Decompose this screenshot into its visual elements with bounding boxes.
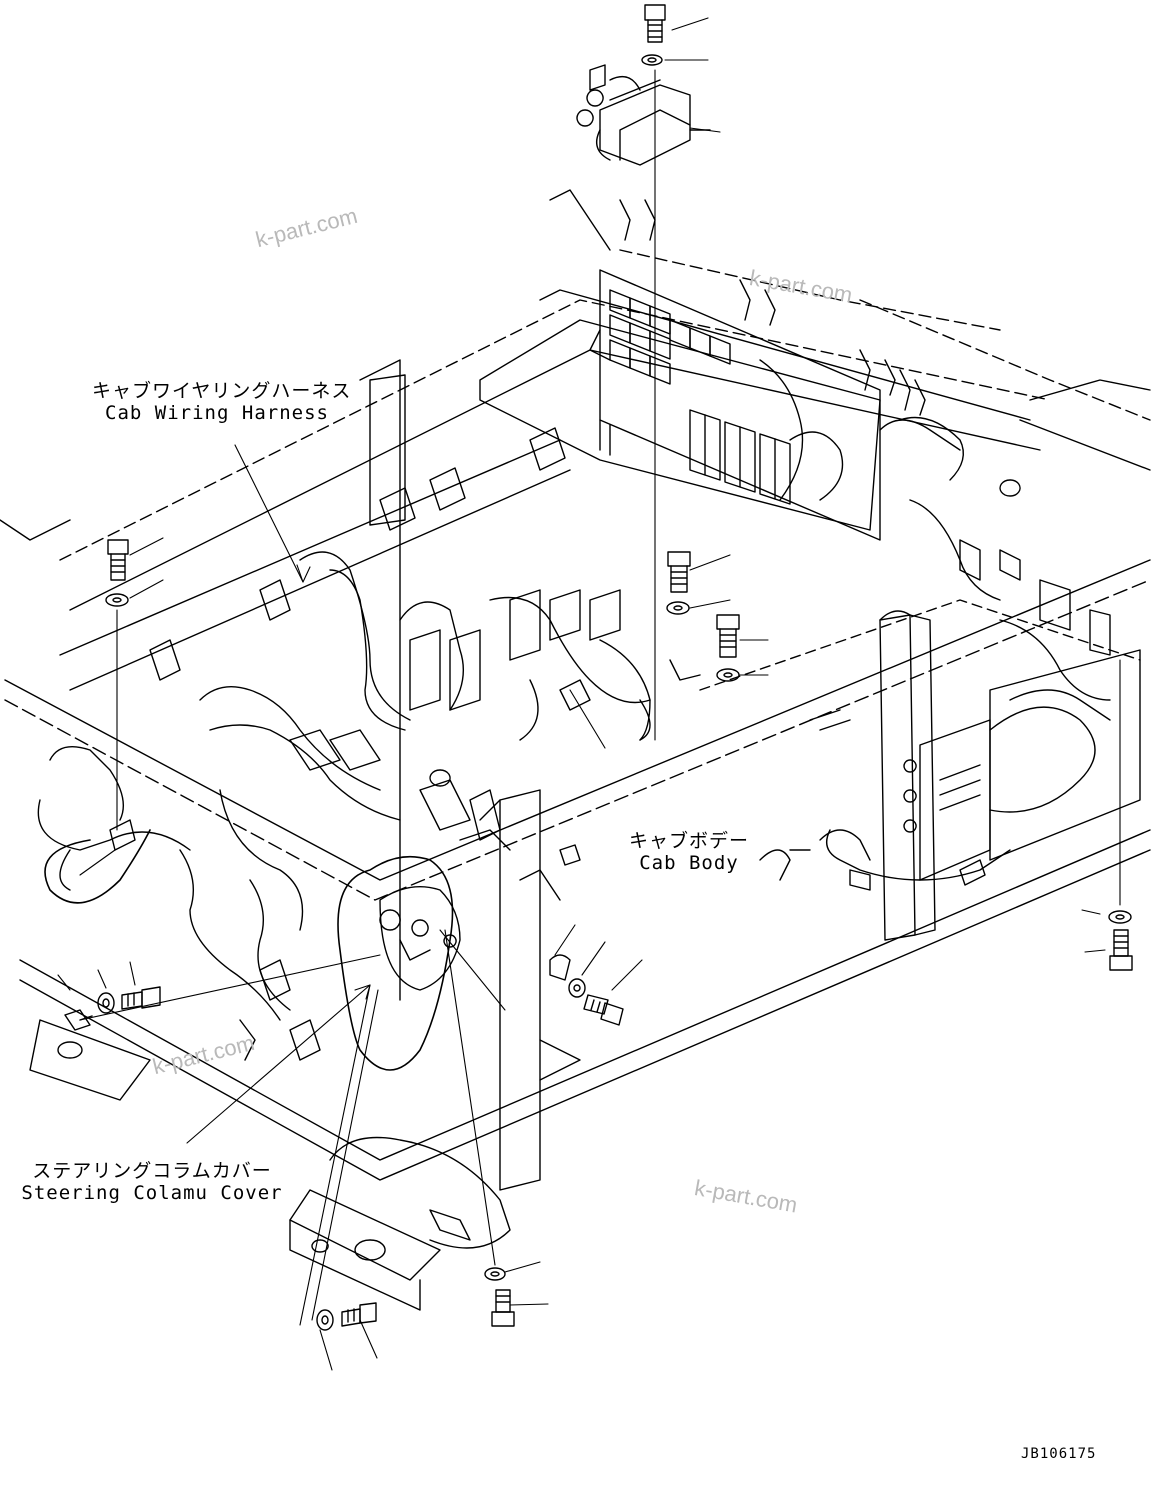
washer-bottom-left	[98, 993, 114, 1013]
bolt-bottom-center	[492, 1290, 514, 1326]
steering-column-cover	[290, 790, 580, 1310]
washer-bottom-center	[485, 1268, 505, 1280]
cab-floor-frame	[0, 190, 1150, 1180]
fuse-relay-panel	[480, 200, 1020, 600]
cab-wiring-harness-label-ja: キャブワイヤリングハーネス	[92, 380, 352, 402]
relay-block	[610, 290, 730, 384]
cab-body-label-ja: キャブボデー	[628, 830, 749, 852]
cab-body-posts	[370, 375, 935, 1190]
cab-body-label-en: Cab Body	[639, 852, 739, 874]
cab-wiring-harness	[38, 428, 1010, 1060]
washer-center-2	[717, 669, 739, 681]
washer-left	[106, 594, 128, 606]
steering-column-cover-label-ja: ステアリングコラムカバー	[32, 1160, 272, 1182]
fasteners	[65, 5, 1132, 1330]
cab-body-label: キャブボデー Cab Body	[626, 830, 752, 874]
bolt-bottom-left	[122, 987, 160, 1009]
clip-center	[550, 955, 570, 980]
bolt-center-1	[668, 552, 690, 592]
steering-column-cover-label: ステアリングコラムカバー Steering Colamu Cover	[14, 1160, 290, 1204]
drawing-code: JB106175	[1021, 1446, 1097, 1462]
bolt-bottom	[342, 1303, 376, 1326]
washer-top	[642, 55, 662, 65]
cab-wiring-harness-label: キャブワイヤリングハーネス Cab Wiring Harness	[92, 380, 352, 424]
washer-center	[569, 979, 585, 997]
bolt-center	[584, 995, 623, 1025]
fuse-strip	[690, 410, 790, 504]
bolt-top	[645, 5, 665, 42]
steering-column-cover-label-en: Steering Colamu Cover	[21, 1182, 283, 1204]
bolt-center-2	[717, 615, 739, 657]
washer-right	[1109, 911, 1131, 923]
bolt-left	[108, 540, 128, 580]
bolt-right	[1110, 930, 1132, 970]
cab-wiring-harness-label-en: Cab Wiring Harness	[105, 402, 329, 424]
top-mounting-bracket	[577, 65, 710, 165]
side-control-panel	[904, 580, 1140, 880]
washer-center-1	[667, 602, 689, 614]
leader-lines	[58, 18, 1120, 1370]
washer-bottom	[317, 1310, 333, 1330]
